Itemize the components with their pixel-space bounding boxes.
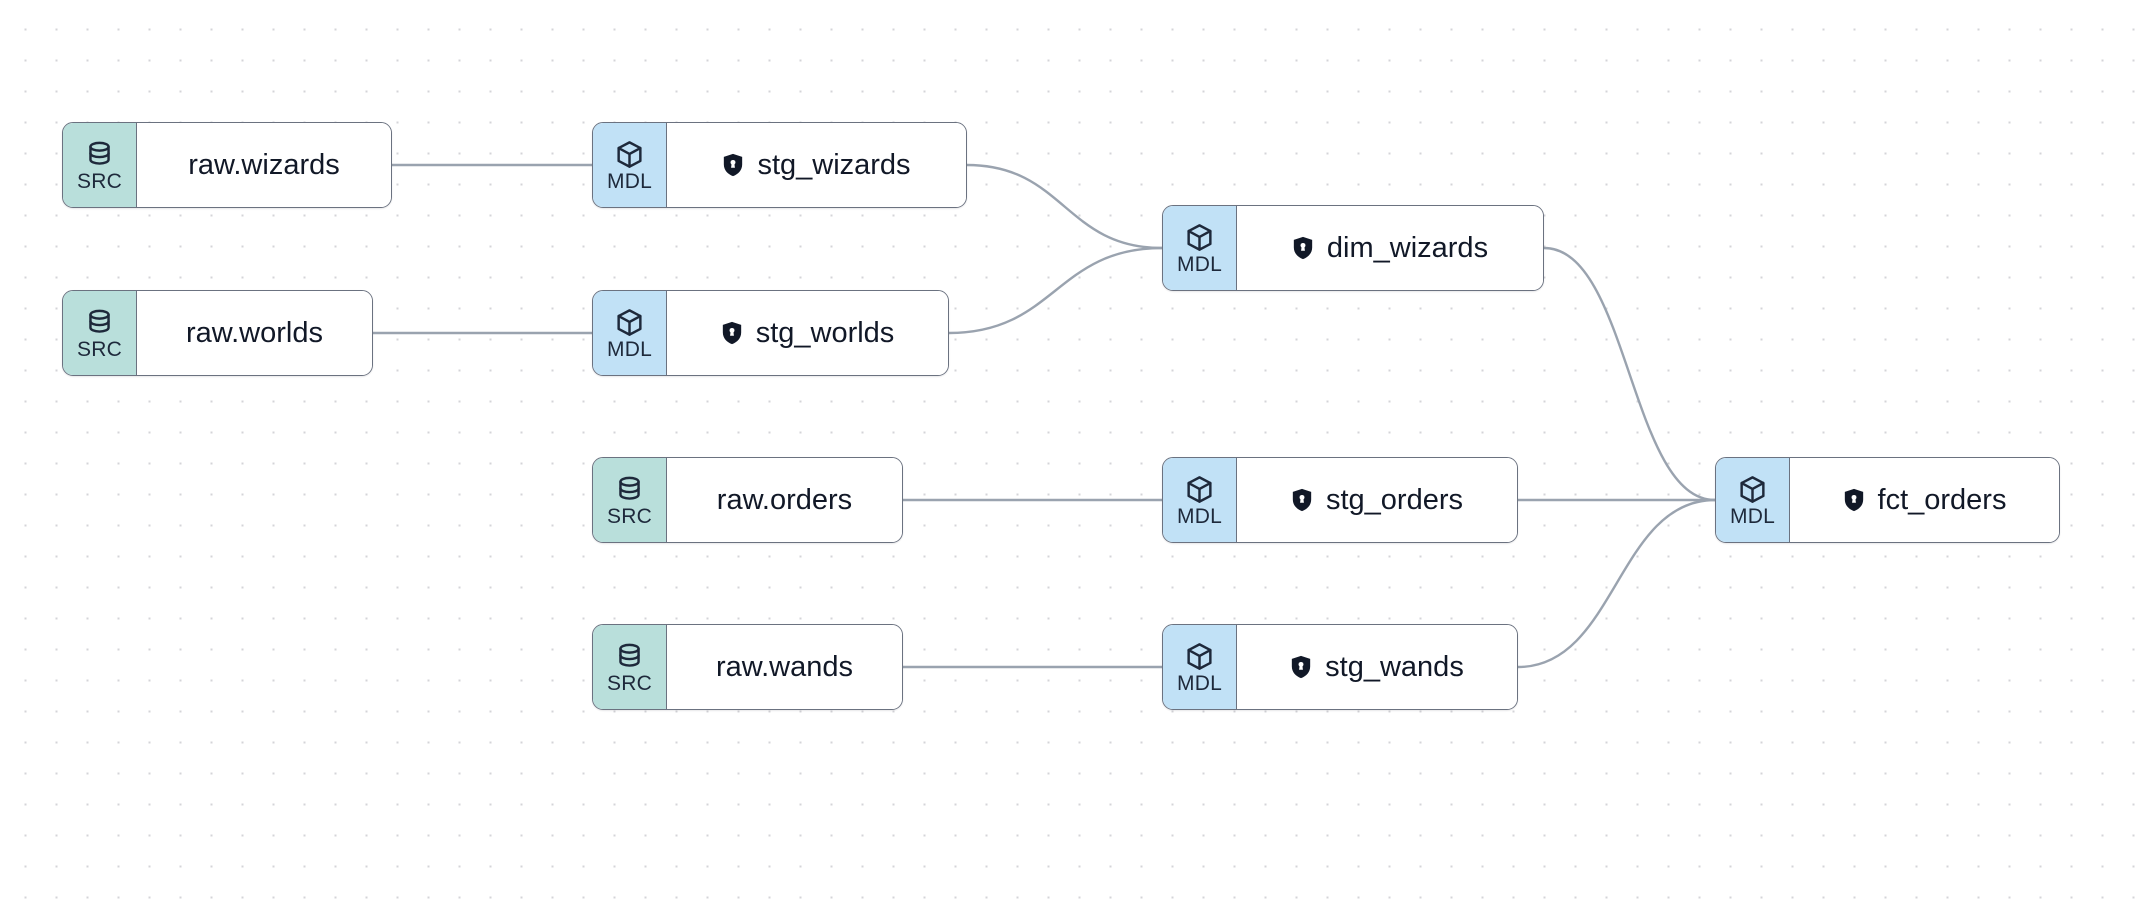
node-badge-label: MDL (607, 169, 652, 193)
node-label: fct_orders (1877, 483, 2007, 516)
node-badge-label: MDL (607, 337, 652, 361)
node-label: raw.wizards (188, 148, 340, 181)
node-label: raw.worlds (186, 316, 323, 349)
cube-icon (1737, 474, 1768, 505)
cube-icon (614, 307, 645, 338)
node-raw_worlds[interactable]: SRC raw.worlds (62, 290, 373, 376)
node-body: stg_wands (1237, 625, 1517, 709)
node-body: raw.worlds (137, 291, 372, 375)
node-badge-mdl: MDL (593, 291, 667, 375)
node-badge-mdl: MDL (1716, 458, 1790, 542)
node-label: stg_worlds (755, 316, 895, 349)
node-badge-label: SRC (77, 337, 122, 361)
node-stg_wands[interactable]: MDL stg_wands (1162, 624, 1518, 710)
node-body: raw.wizards (137, 123, 391, 207)
node-badge-src: SRC (63, 123, 137, 207)
node-badge-label: SRC (607, 671, 652, 695)
cube-icon (1184, 641, 1215, 672)
node-raw_wands[interactable]: SRC raw.wands (592, 624, 903, 710)
edge-stg_wizards-to-dim_wizards[interactable] (965, 163, 1164, 250)
node-badge-src: SRC (593, 458, 667, 542)
edge-stg_worlds-to-dim_wizards[interactable] (947, 246, 1164, 335)
node-raw_orders[interactable]: SRC raw.orders (592, 457, 903, 543)
shield-lock-icon (1290, 655, 1312, 679)
node-badge-src: SRC (63, 291, 137, 375)
node-badge-mdl: MDL (593, 123, 667, 207)
node-badge-mdl: MDL (1163, 625, 1237, 709)
shield-lock-icon (1843, 488, 1865, 512)
node-body: fct_orders (1790, 458, 2059, 542)
node-badge-label: MDL (1177, 252, 1222, 276)
shield-lock-icon (1291, 488, 1313, 512)
cube-icon (1184, 222, 1215, 253)
database-icon (84, 307, 115, 338)
node-body: raw.wands (667, 625, 902, 709)
node-body: stg_wizards (667, 123, 966, 207)
node-body: stg_worlds (667, 291, 948, 375)
node-stg_orders[interactable]: MDL stg_orders (1162, 457, 1518, 543)
node-badge-mdl: MDL (1163, 458, 1237, 542)
shield-lock-icon (721, 321, 743, 345)
node-label: stg_orders (1325, 483, 1463, 516)
node-label: stg_wands (1325, 650, 1464, 683)
cube-icon (614, 139, 645, 170)
node-label: stg_wizards (757, 148, 911, 181)
shield-lock-icon (1292, 236, 1314, 260)
node-body: dim_wizards (1237, 206, 1543, 290)
node-stg_wizards[interactable]: MDL stg_wizards (592, 122, 967, 208)
edge-dim_wizards-to-fct_orders[interactable] (1542, 246, 1717, 502)
node-badge-mdl: MDL (1163, 206, 1237, 290)
node-badge-label: SRC (607, 504, 652, 528)
database-icon (614, 474, 645, 505)
node-label: raw.wands (715, 650, 853, 683)
node-raw_wizards[interactable]: SRC raw.wizards (62, 122, 392, 208)
shield-lock-icon (722, 153, 744, 177)
node-stg_worlds[interactable]: MDL stg_worlds (592, 290, 949, 376)
node-badge-src: SRC (593, 625, 667, 709)
node-label: dim_wizards (1326, 231, 1489, 264)
node-body: raw.orders (667, 458, 902, 542)
cube-icon (1184, 474, 1215, 505)
node-badge-label: MDL (1177, 671, 1222, 695)
database-icon (84, 139, 115, 170)
node-dim_wizards[interactable]: MDL dim_wizards (1162, 205, 1544, 291)
database-icon (614, 641, 645, 672)
node-badge-label: SRC (77, 169, 122, 193)
node-label: raw.orders (716, 483, 853, 516)
node-badge-label: MDL (1730, 504, 1775, 528)
node-body: stg_orders (1237, 458, 1517, 542)
node-fct_orders[interactable]: MDL fct_orders (1715, 457, 2060, 543)
edge-stg_wands-to-fct_orders[interactable] (1516, 498, 1717, 669)
node-badge-label: MDL (1177, 504, 1222, 528)
